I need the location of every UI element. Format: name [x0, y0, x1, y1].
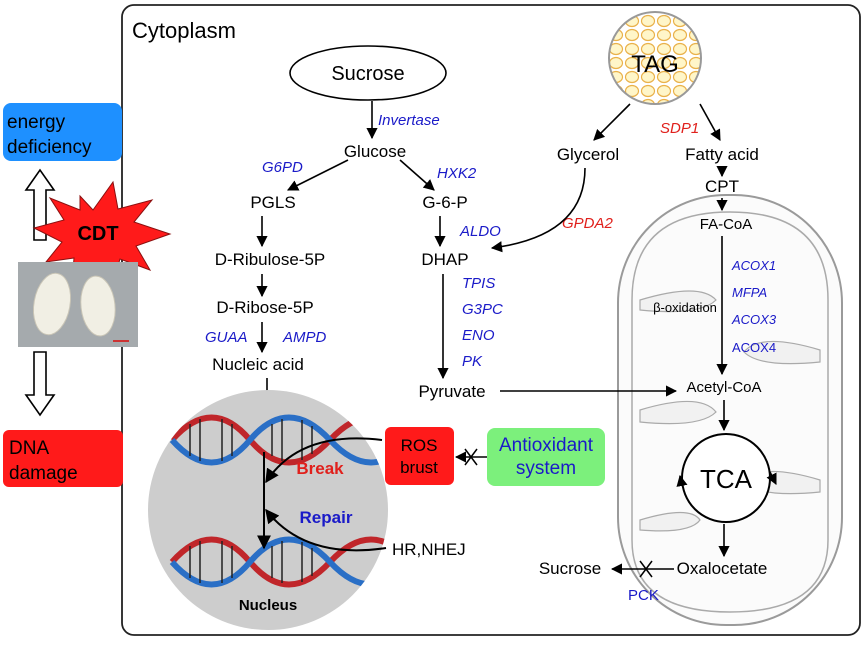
antioxidant-line2: system [516, 458, 576, 479]
hr-nhej-label: HR,NHEJ [392, 540, 466, 559]
acetylcoa-label: Acetyl-CoA [686, 379, 761, 396]
enzyme-g6pd: G6PD [262, 159, 303, 176]
enzyme-invertase: Invertase [378, 112, 440, 129]
dna-damage-line1: DNA [9, 438, 49, 459]
enzyme-hxk2: HXK2 [437, 165, 477, 182]
glucose-label: Glucose [344, 142, 406, 161]
cytoplasm-label: Cytoplasm [132, 18, 236, 43]
ros-line1: ROS [401, 436, 438, 455]
enzyme-gpda2: GPDA2 [562, 215, 614, 232]
nucleic-acid-label: Nucleic acid [212, 355, 304, 374]
reaction-arrows [256, 101, 730, 578]
ros-burst-box [385, 427, 454, 485]
enzyme-g3pc: G3PC [462, 301, 503, 318]
sucrose-ellipse [289, 45, 447, 101]
g6p-label: G-6-P [422, 193, 467, 212]
enzyme-sdp1: SDP1 [660, 120, 699, 137]
pgls-label: PGLS [250, 193, 295, 212]
tca-label: TCA [700, 464, 753, 494]
ribulose-label: D-Ribulose-5P [215, 250, 326, 269]
enzyme-pk: PK [462, 353, 483, 370]
tag-label: TAG [631, 51, 679, 78]
sucrose-bottom-label: Sucrose [539, 559, 601, 578]
hollow-arrow-down [24, 351, 56, 417]
cdt-label: CDT [77, 223, 118, 245]
nucleus-label: Nucleus [239, 597, 297, 614]
dna-damage-box [3, 430, 123, 487]
break-label: Break [296, 459, 344, 478]
beta-oxidation-label: β-oxidation [653, 300, 717, 315]
cpt-label: CPT [705, 177, 739, 196]
enzyme-aldo: ALDO [459, 223, 501, 240]
enzyme-acox1: ACOX1 [731, 258, 776, 273]
ribose-label: D-Ribose-5P [216, 298, 313, 317]
glycerol-label: Glycerol [557, 145, 619, 164]
enzyme-acox3: ACOX3 [731, 312, 777, 327]
enzyme-guaa: GUAA [205, 329, 248, 346]
enzyme-pck: PCK [628, 587, 659, 604]
enzyme-acox4: ACOX4 [732, 340, 776, 355]
facoa-label: FA-CoA [700, 216, 753, 233]
antioxidant-line1: Antioxidant [499, 435, 594, 456]
energy-line1: energy [7, 112, 66, 133]
dna-damage-line2: damage [9, 463, 78, 484]
repair-label: Repair [300, 508, 353, 527]
oxaloacetate-label: Oxalocetate [677, 559, 768, 578]
enzyme-ampd: AMPD [282, 329, 327, 346]
ros-line2: brust [400, 458, 438, 477]
energy-line2: deficiency [7, 137, 92, 158]
tag-droplet: TAG [608, 11, 702, 105]
energy-deficiency-box [3, 103, 122, 161]
antioxidant-system-box [487, 428, 605, 486]
mitochondrion [617, 194, 843, 626]
pyruvate-label: Pyruvate [418, 382, 485, 401]
enzyme-mfpa: MFPA [732, 285, 767, 300]
enzyme-eno: ENO [462, 327, 495, 344]
dhap-label: DHAP [421, 250, 468, 269]
enzyme-tpis: TPIS [462, 275, 495, 292]
fatty-acid-label: Fatty acid [685, 145, 759, 164]
seed-photo [18, 262, 138, 347]
sucrose-top-label: Sucrose [331, 63, 404, 85]
